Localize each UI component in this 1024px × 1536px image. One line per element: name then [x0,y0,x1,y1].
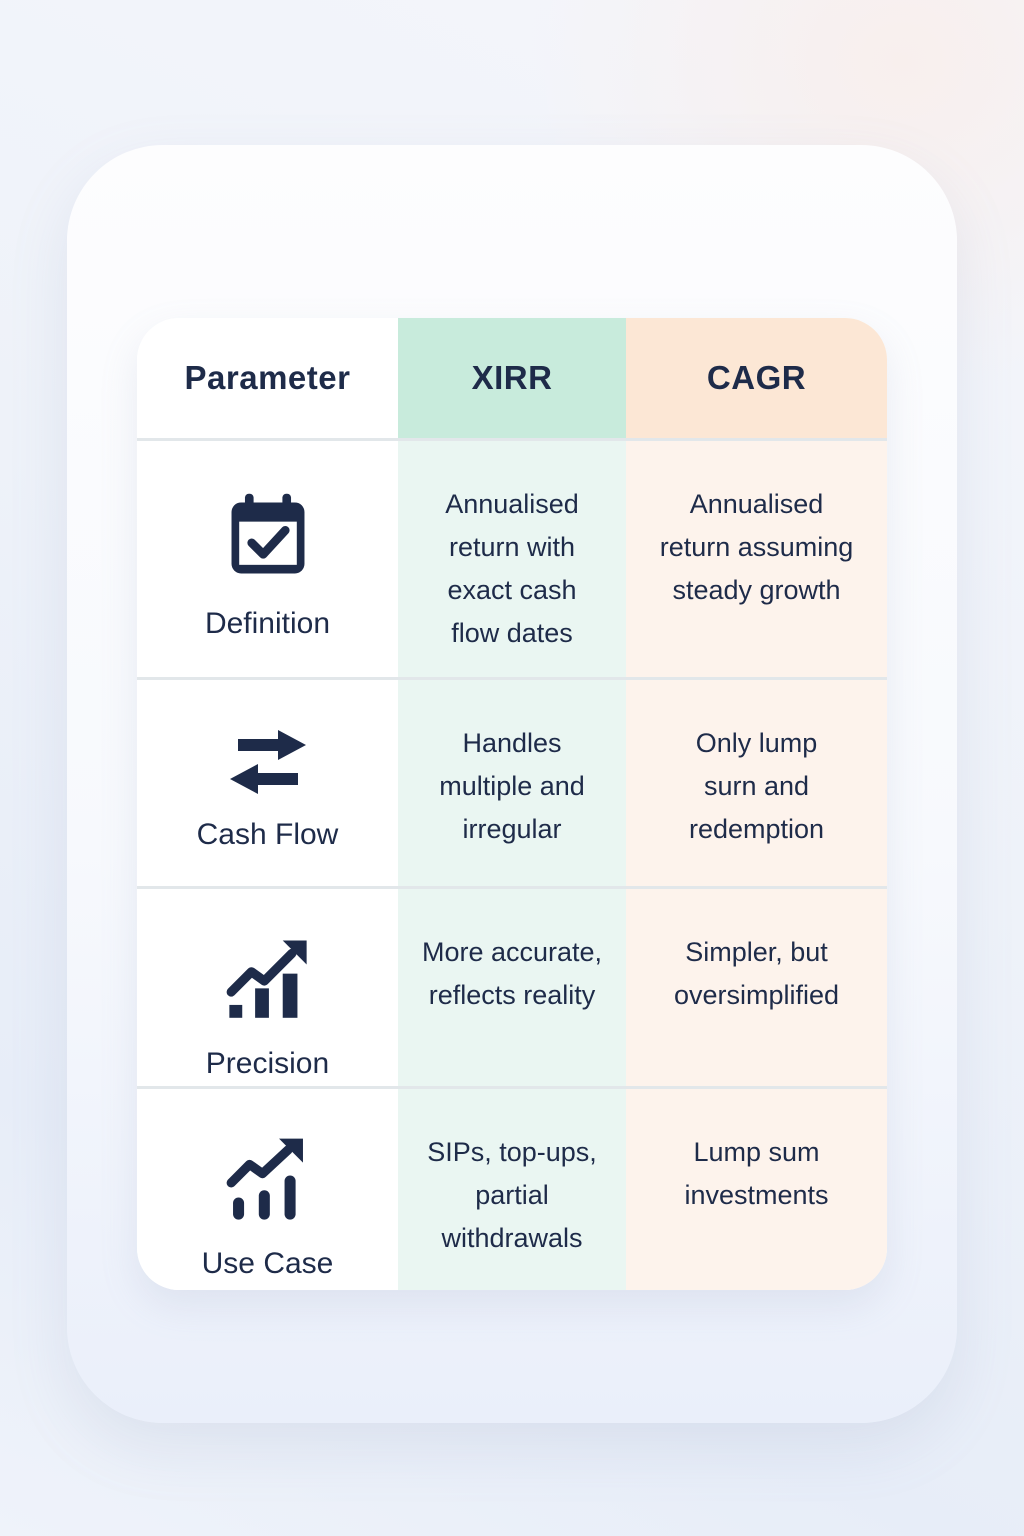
comparison-table: Parameter XIRR CAGR Definition Annualise… [137,318,887,1290]
swap-arrows-icon [216,726,320,798]
cagr-value: Simpler, but oversimplified [673,937,840,1010]
column-header-xirr-label: XIRR [471,359,553,396]
cagr-cell-precision: Simpler, but oversimplified [626,886,887,1086]
cagr-cell-use-case: Lump sum investments [626,1086,887,1290]
parameter-cell-precision: Precision [137,886,398,1086]
cagr-cell-cash-flow: Only lump surn and redemption [626,677,887,886]
cagr-value: Lump sum investments [684,1137,829,1210]
growth-chart-icon [222,1135,314,1227]
cagr-value: Only lump surn and redemption [688,728,825,844]
column-header-xirr: XIRR [398,318,626,438]
column-header-parameter: Parameter [137,318,398,438]
xirr-value: SIPs, top-ups, partial withdrawals [427,1137,597,1253]
xirr-cell-cash-flow: Handles multiple and irregular [398,677,626,886]
parameter-label: Use Case [201,1247,334,1280]
cagr-cell-definition: Annualised return assuming steady growth [626,438,887,677]
trending-bars-icon [222,935,314,1027]
calendar-check-icon [220,487,316,587]
column-header-parameter-label: Parameter [184,359,351,396]
column-header-cagr-label: CAGR [706,359,807,396]
xirr-cell-definition: Annualised return with exact cash flow d… [398,438,626,677]
cagr-value: Annualised return assuming steady growth [659,489,854,605]
xirr-value: Handles multiple and irregular [439,728,585,844]
parameter-cell-use-case: Use Case [137,1086,398,1290]
parameter-label: Definition [204,607,331,640]
xirr-value: More accurate, reflects reality [421,937,603,1010]
parameter-label: Cash Flow [196,818,339,851]
parameter-cell-definition: Definition [137,438,398,677]
parameter-cell-cash-flow: Cash Flow [137,677,398,886]
xirr-value: Annualised return with exact cash flow d… [445,489,579,648]
xirr-cell-use-case: SIPs, top-ups, partial withdrawals [398,1086,626,1290]
xirr-cell-precision: More accurate, reflects reality [398,886,626,1086]
parameter-label: Precision [205,1047,330,1080]
column-header-cagr: CAGR [626,318,887,438]
